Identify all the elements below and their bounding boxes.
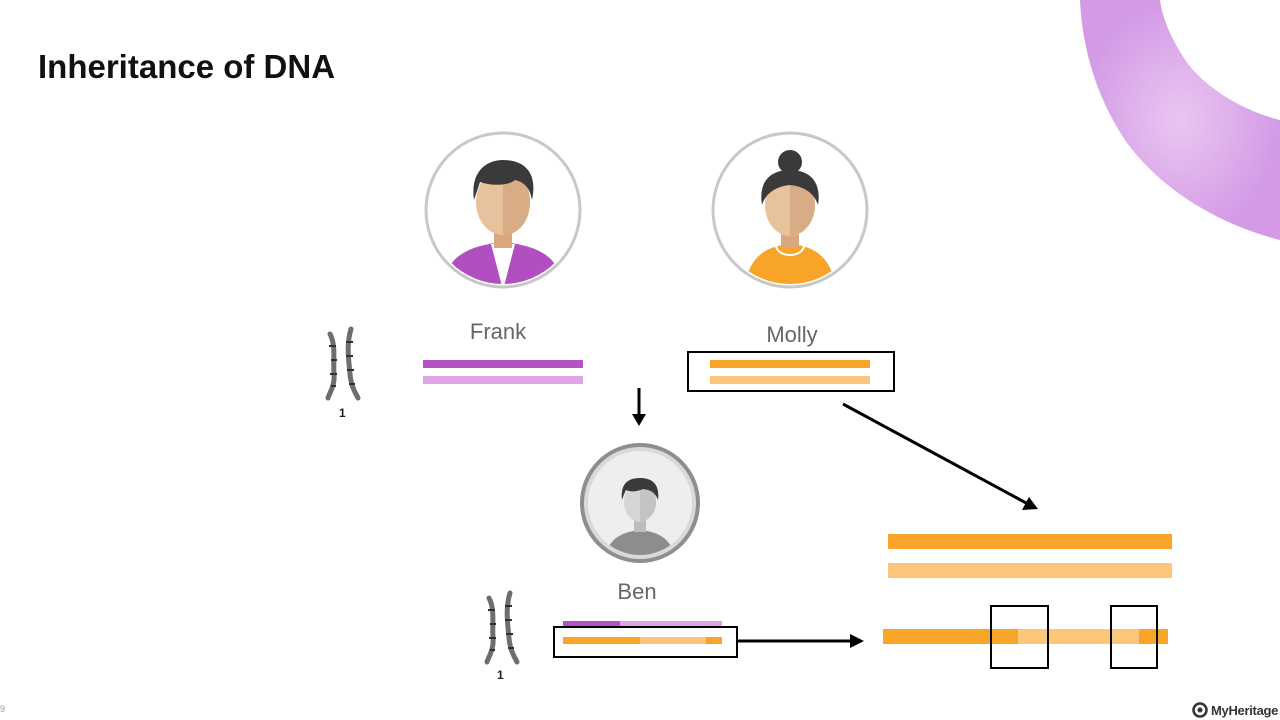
zoomed-child-bar-dark-1: [883, 629, 1018, 644]
zoomed-child-bar-dark-2: [1139, 629, 1168, 644]
myheritage-logo-icon: [1192, 702, 1208, 718]
child-bar-mother-light: [640, 637, 706, 644]
arrow-right: [738, 634, 864, 648]
father-avatar: [424, 131, 582, 289]
child-bar-mother-dark-2: [706, 637, 722, 644]
mother-avatar: [711, 131, 869, 289]
child-name-label: Ben: [617, 579, 657, 604]
brand-name: MyHeritage: [1211, 702, 1279, 718]
mother-chromosome-bar-1: [710, 360, 870, 368]
decorative-swirl: [1080, 0, 1280, 240]
father-chromosome-bar-2: [423, 376, 583, 384]
zoomed-mother-bar-2: [888, 563, 1172, 578]
slide-title: Inheritance of DNA: [38, 48, 336, 85]
child-bar-father-dark: [563, 621, 620, 626]
brand-logo: MyHeritage: [1192, 702, 1278, 718]
chromosome-icon-top: [325, 326, 361, 401]
crossover-box-1: [990, 605, 1049, 669]
child-bar-father-light: [620, 621, 722, 626]
child-bar-mother-dark-1: [563, 637, 640, 644]
crossover-box-2: [1110, 605, 1158, 669]
zoomed-child-bar-light: [1018, 629, 1139, 644]
chromosome-icon-bottom: [484, 590, 520, 665]
chromosome-label-top: 1: [339, 406, 346, 420]
page-number: 9: [0, 704, 6, 714]
father-name-label: Frank: [469, 319, 527, 344]
father-chromosome-bar-1: [423, 360, 583, 368]
child-chromosome-box: [553, 626, 738, 658]
mother-chromosome-bar-2: [710, 376, 870, 384]
mother-name-label: Molly: [766, 322, 818, 347]
zoomed-mother-bar-1: [888, 534, 1172, 549]
arrow-down: [632, 388, 646, 426]
arrow-diagonal: [842, 402, 1038, 510]
chromosome-label-bottom: 1: [497, 668, 504, 682]
mother-chromosome-box: [687, 351, 895, 392]
child-avatar: [580, 443, 700, 563]
